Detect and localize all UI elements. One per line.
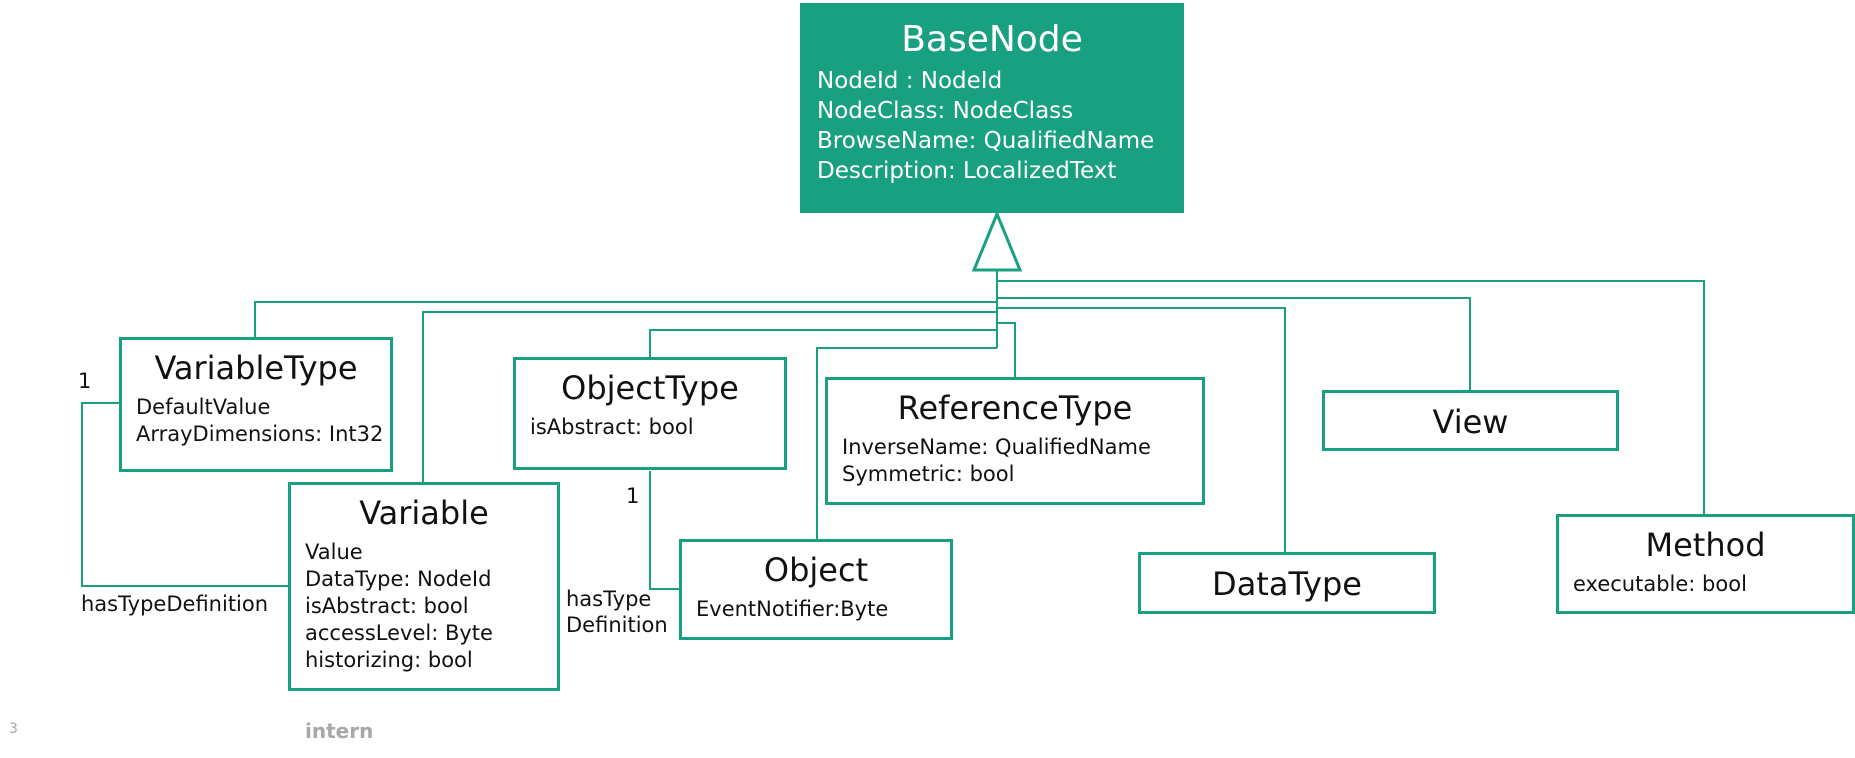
attribute: DefaultValue [136, 395, 271, 419]
inheritance-arrow [971, 210, 1023, 272]
node-title: BaseNode [901, 19, 1083, 60]
node-title: Method [1645, 526, 1766, 564]
has-type-definition-label: hasType [566, 587, 652, 611]
edge-object-hastypedefinition [649, 471, 680, 590]
has-type-definition-label: hasTypeDefinition [81, 592, 269, 616]
node-referencetype[interactable]: ReferenceType InverseName: QualifiedName… [825, 377, 1205, 505]
attribute: EventNotifier:Byte [696, 597, 889, 621]
node-attributes: EventNotifier:Byte [696, 596, 950, 623]
attribute: Value [305, 540, 363, 564]
edge-variable [422, 311, 997, 483]
node-title: ReferenceType [897, 389, 1133, 427]
node-title: Variable [359, 494, 489, 532]
node-objecttype[interactable]: ObjectType isAbstract: bool [513, 357, 787, 470]
node-method[interactable]: Method executable: bool [1556, 514, 1855, 614]
attribute: BrowseName: QualifiedName [817, 128, 1155, 154]
node-attributes: NodeId : NodeId NodeClass: NodeClass Bro… [817, 66, 1181, 186]
classification-label: intern [305, 719, 374, 743]
node-attributes: InverseName: QualifiedName Symmetric: bo… [842, 434, 1202, 488]
node-attributes: Value DataType: NodeId isAbstract: bool … [305, 539, 557, 674]
attribute: isAbstract: bool [305, 594, 469, 618]
edge-referencetype [997, 322, 1016, 378]
node-variable[interactable]: Variable Value DataType: NodeId isAbstra… [288, 482, 560, 691]
multiplicity-label: 1 [78, 369, 92, 393]
edge-view [997, 297, 1471, 391]
attribute: accessLevel: Byte [305, 621, 493, 645]
edge-object [816, 347, 997, 540]
node-datatype[interactable]: DataType [1138, 552, 1436, 614]
has-type-definition-label: Definition [566, 613, 668, 637]
edge-method [997, 280, 1705, 515]
attribute: Description: LocalizedText [817, 158, 1117, 184]
multiplicity-label: 1 [626, 484, 640, 508]
node-object[interactable]: Object EventNotifier:Byte [679, 539, 953, 640]
edge-objecttype [649, 329, 997, 358]
attribute: DataType: NodeId [305, 567, 492, 591]
attribute: ArrayDimensions: Int32 [136, 422, 384, 446]
attribute: NodeId : NodeId [817, 68, 1003, 94]
attribute: Symmetric: bool [842, 462, 1015, 486]
attribute: executable: bool [1573, 572, 1747, 596]
node-title: ObjectType [561, 369, 739, 407]
node-title: View [1432, 403, 1509, 441]
node-variabletype[interactable]: VariableType DefaultValue ArrayDimension… [119, 337, 393, 472]
node-attributes: executable: bool [1573, 571, 1852, 598]
node-title: Object [763, 551, 869, 589]
page-number: 3 [9, 721, 18, 737]
node-basenode[interactable]: BaseNode NodeId : NodeId NodeClass: Node… [800, 3, 1184, 213]
attribute: NodeClass: NodeClass [817, 98, 1074, 124]
edge-variable-hastypedefinition [81, 402, 289, 587]
edge-variabletype [254, 301, 997, 338]
node-title: VariableType [154, 349, 358, 387]
edge-datatype [997, 307, 1286, 553]
node-view[interactable]: View [1322, 390, 1619, 451]
attribute: historizing: bool [305, 648, 473, 672]
node-title: DataType [1212, 565, 1362, 603]
node-attributes: DefaultValue ArrayDimensions: Int32 [136, 394, 390, 448]
attribute: isAbstract: bool [530, 415, 694, 439]
attribute: InverseName: QualifiedName [842, 435, 1151, 459]
node-attributes: isAbstract: bool [530, 414, 784, 441]
